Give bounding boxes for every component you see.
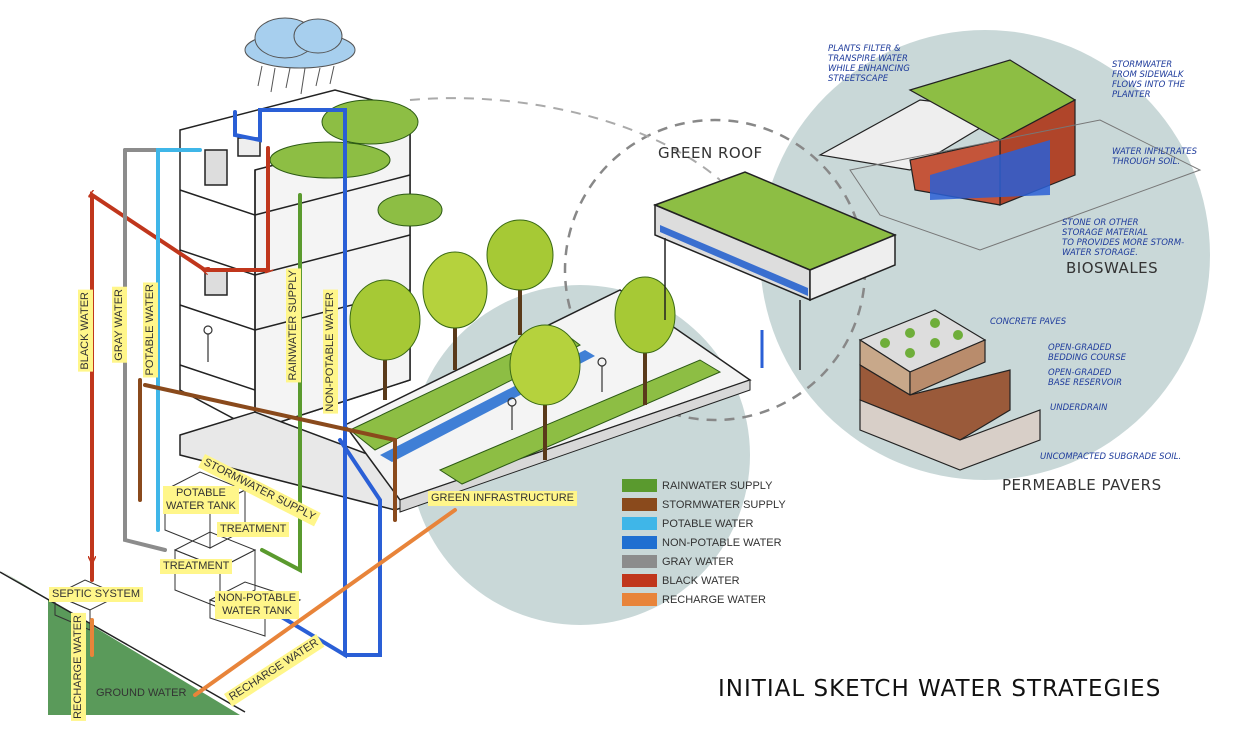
- legend-label: STORMWATER SUPPLY: [662, 498, 786, 511]
- bioswale-note-stormwater: STORMWATER FROM SIDEWALK FLOWS INTO THE …: [1112, 60, 1185, 100]
- legend-item: GRAY WATER: [622, 552, 786, 571]
- legend-item: NON-POTABLE WATER: [622, 533, 786, 552]
- legend-label: BLACK WATER: [662, 574, 740, 587]
- bioswales-title: BIOSWALES: [1066, 259, 1159, 277]
- legend-swatch: [622, 498, 657, 511]
- recharge-water-vertical-label: RECHARGE WATER: [71, 613, 86, 721]
- treatment-label-1: TREATMENT: [217, 522, 290, 537]
- legend-item: STORMWATER SUPPLY: [622, 495, 786, 514]
- ground-water-label: GROUND WATER: [96, 687, 187, 699]
- legend-label: POTABLE WATER: [662, 517, 754, 530]
- potable-water-tank-label: POTABLE WATER TANK: [163, 486, 239, 514]
- water-pipes: [92, 108, 457, 697]
- legend-swatch: [622, 517, 657, 530]
- legend-swatch: [622, 555, 657, 568]
- green-infrastructure-label: GREEN INFRASTRUCTURE: [428, 491, 578, 506]
- street-edge: [399, 379, 751, 513]
- roof-garden-mid: [269, 141, 391, 179]
- dashed-connector: [409, 97, 721, 181]
- legend-item: BLACK WATER: [622, 571, 786, 590]
- legend-label: RAINWATER SUPPLY: [662, 479, 773, 492]
- legend: RAINWATER SUPPLY STORMWATER SUPPLY POTABLE…: [622, 476, 786, 609]
- legend-item: RAINWATER SUPPLY: [622, 476, 786, 495]
- bioswale-note-infiltrates: WATER INFILTRATES THROUGH SOIL.: [1112, 147, 1198, 167]
- paver-note-underdrain: UNDERDRAIN: [1050, 403, 1108, 413]
- street-trees: [349, 219, 676, 460]
- non-potable-pipe-2: [338, 438, 382, 657]
- legend-label: RECHARGE WATER: [662, 593, 766, 606]
- legend-item: RECHARGE WATER: [622, 590, 786, 609]
- potable-water-pipe: [156, 148, 202, 532]
- paver-note-base: OPEN-GRADED BASE RESERVOIR: [1048, 368, 1122, 388]
- septic-system-label: SEPTIC SYSTEM: [49, 587, 144, 602]
- legend-swatch: [622, 593, 657, 606]
- permeable-pavers-title: PERMEABLE PAVERS: [1002, 476, 1162, 494]
- gray-water-pipe: [123, 148, 167, 552]
- bioswale-detail: [818, 59, 1202, 251]
- paver-note-concrete: CONCRETE PAVES: [990, 317, 1067, 327]
- treatment-label-2: TREATMENT: [160, 559, 233, 574]
- legend-label: GRAY WATER: [662, 555, 734, 568]
- non-potable-water-tank-label: NON-POTABLE WATER TANK: [215, 591, 300, 619]
- black-water-label: BLACK WATER: [78, 290, 93, 372]
- page-title: INITIAL SKETCH WATER STRATEGIES: [718, 676, 1162, 702]
- recharge-water-pipe: [193, 508, 457, 697]
- green-roof-detail: [652, 171, 897, 370]
- legend-swatch: [622, 574, 657, 587]
- non-potable-water-label: NON-POTABLE WATER: [323, 290, 338, 414]
- bioswale-note-stone: STONE OR OTHER STORAGE MATERIAL TO PROVI…: [1062, 218, 1185, 258]
- legend-item: POTABLE WATER: [622, 514, 786, 533]
- stormwater-pipe: [138, 378, 397, 522]
- roof-garden-side: [377, 193, 443, 227]
- roof-garden-top: [321, 99, 419, 145]
- rainwater-supply-label: RAINWATER SUPPLY: [286, 268, 301, 383]
- permeable-pavers-detail: [858, 309, 1041, 471]
- planting-strip-2: [438, 359, 722, 485]
- legend-swatch: [622, 479, 657, 492]
- legend-swatch: [622, 536, 657, 549]
- rain-cloud-icon: [244, 17, 356, 95]
- potable-water-label: POTABLE WATER: [143, 282, 158, 378]
- gray-water-label: GRAY WATER: [112, 287, 127, 363]
- black-water-pipe: [92, 146, 268, 582]
- legend-label: NON-POTABLE WATER: [662, 536, 782, 549]
- bioswale-note-plants: PLANTS FILTER & TRANSPIRE WATER WHILE EN…: [828, 44, 910, 84]
- paver-note-bedding: OPEN-GRADED BEDDING COURSE: [1048, 343, 1126, 363]
- paver-note-subgrade: UNCOMPACTED SUBGRADE SOIL.: [1040, 452, 1182, 462]
- green-roof-title: GREEN ROOF: [658, 144, 763, 162]
